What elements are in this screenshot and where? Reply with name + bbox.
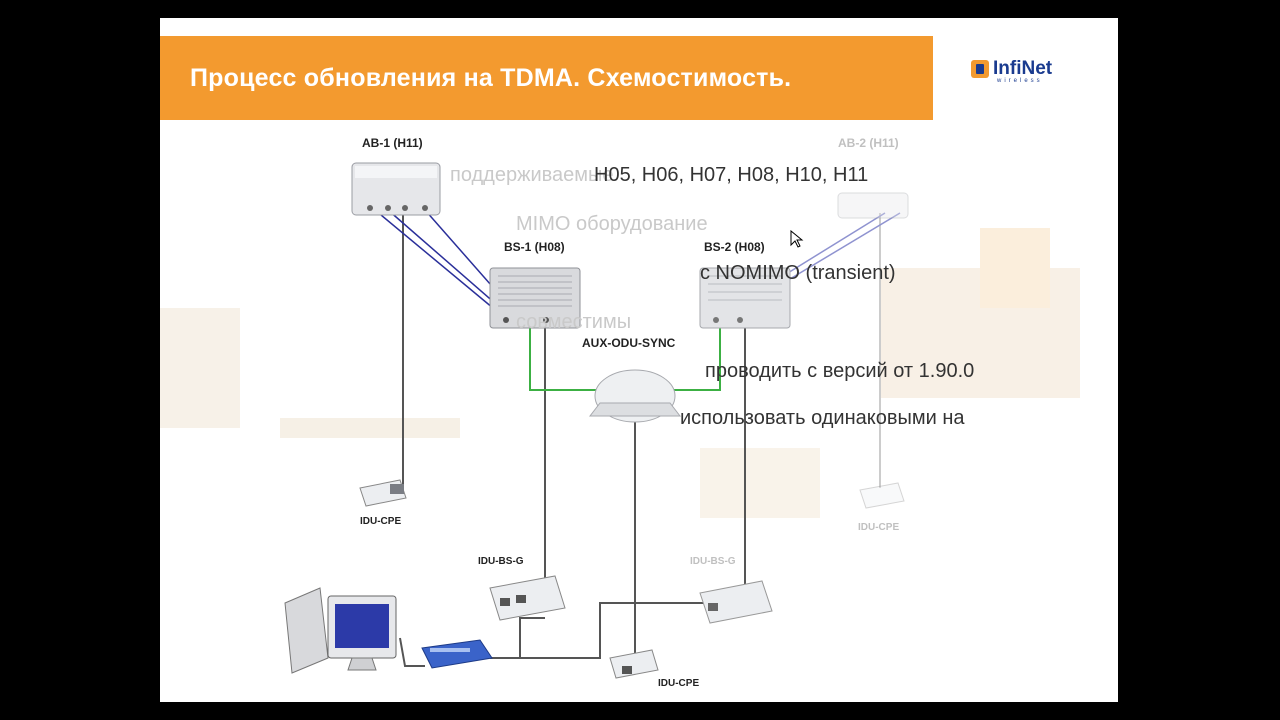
cable-pc-switch (399, 637, 425, 667)
idu-cpe-right-device (859, 482, 905, 509)
network-diagram (284, 162, 909, 679)
title-bar (160, 36, 933, 120)
slide: Процесс обновления на TDMA. Схемостимост… (160, 18, 1118, 702)
idu-cpe-bottom-device (609, 649, 659, 679)
slide-title: Процесс обновления на TDMA. Схемостимост… (190, 64, 792, 92)
label-bs2: BS-2 (H08) (704, 240, 765, 254)
label-idu-cpe-left: IDU-CPE (360, 516, 402, 527)
label-idu-cpe-bottom: IDU-CPE (658, 678, 700, 689)
label-sync: AUX-ODU-SYNC (582, 336, 676, 350)
label-idu-bs-1: IDU-BS-G (478, 556, 524, 567)
bs2-device (699, 267, 791, 329)
ab1-device (351, 162, 441, 216)
idu-bs-2-device (699, 580, 773, 624)
cable-switch-bs (490, 617, 545, 659)
idu-cpe-left-device (359, 479, 407, 507)
sync-dome (588, 369, 682, 423)
idu-bs-1-device (489, 575, 566, 621)
label-ab1: AB-1 (H11) (362, 136, 423, 150)
radio-link-1 (374, 209, 506, 319)
network-switch (421, 639, 493, 669)
background-decoration (160, 228, 1080, 518)
logo-mark-icon (971, 60, 989, 78)
label-ab2: AB-2 (H11) (838, 136, 899, 150)
infinet-logo: InfiNet wireless (971, 58, 1081, 86)
mouse-cursor-icon (790, 230, 804, 248)
pc-computer (284, 587, 397, 674)
logo-subtitle: wireless (997, 78, 1043, 84)
label-idu-cpe-right: IDU-CPE (858, 522, 900, 533)
cable-switch-bs2 (490, 602, 715, 659)
label-idu-bs-2: IDU-BS-G (690, 556, 736, 567)
bs1-device (489, 267, 581, 329)
logo-name: InfiNet (993, 58, 1053, 79)
ab2-device (837, 192, 909, 219)
label-bs1: BS-1 (H08) (504, 240, 565, 254)
